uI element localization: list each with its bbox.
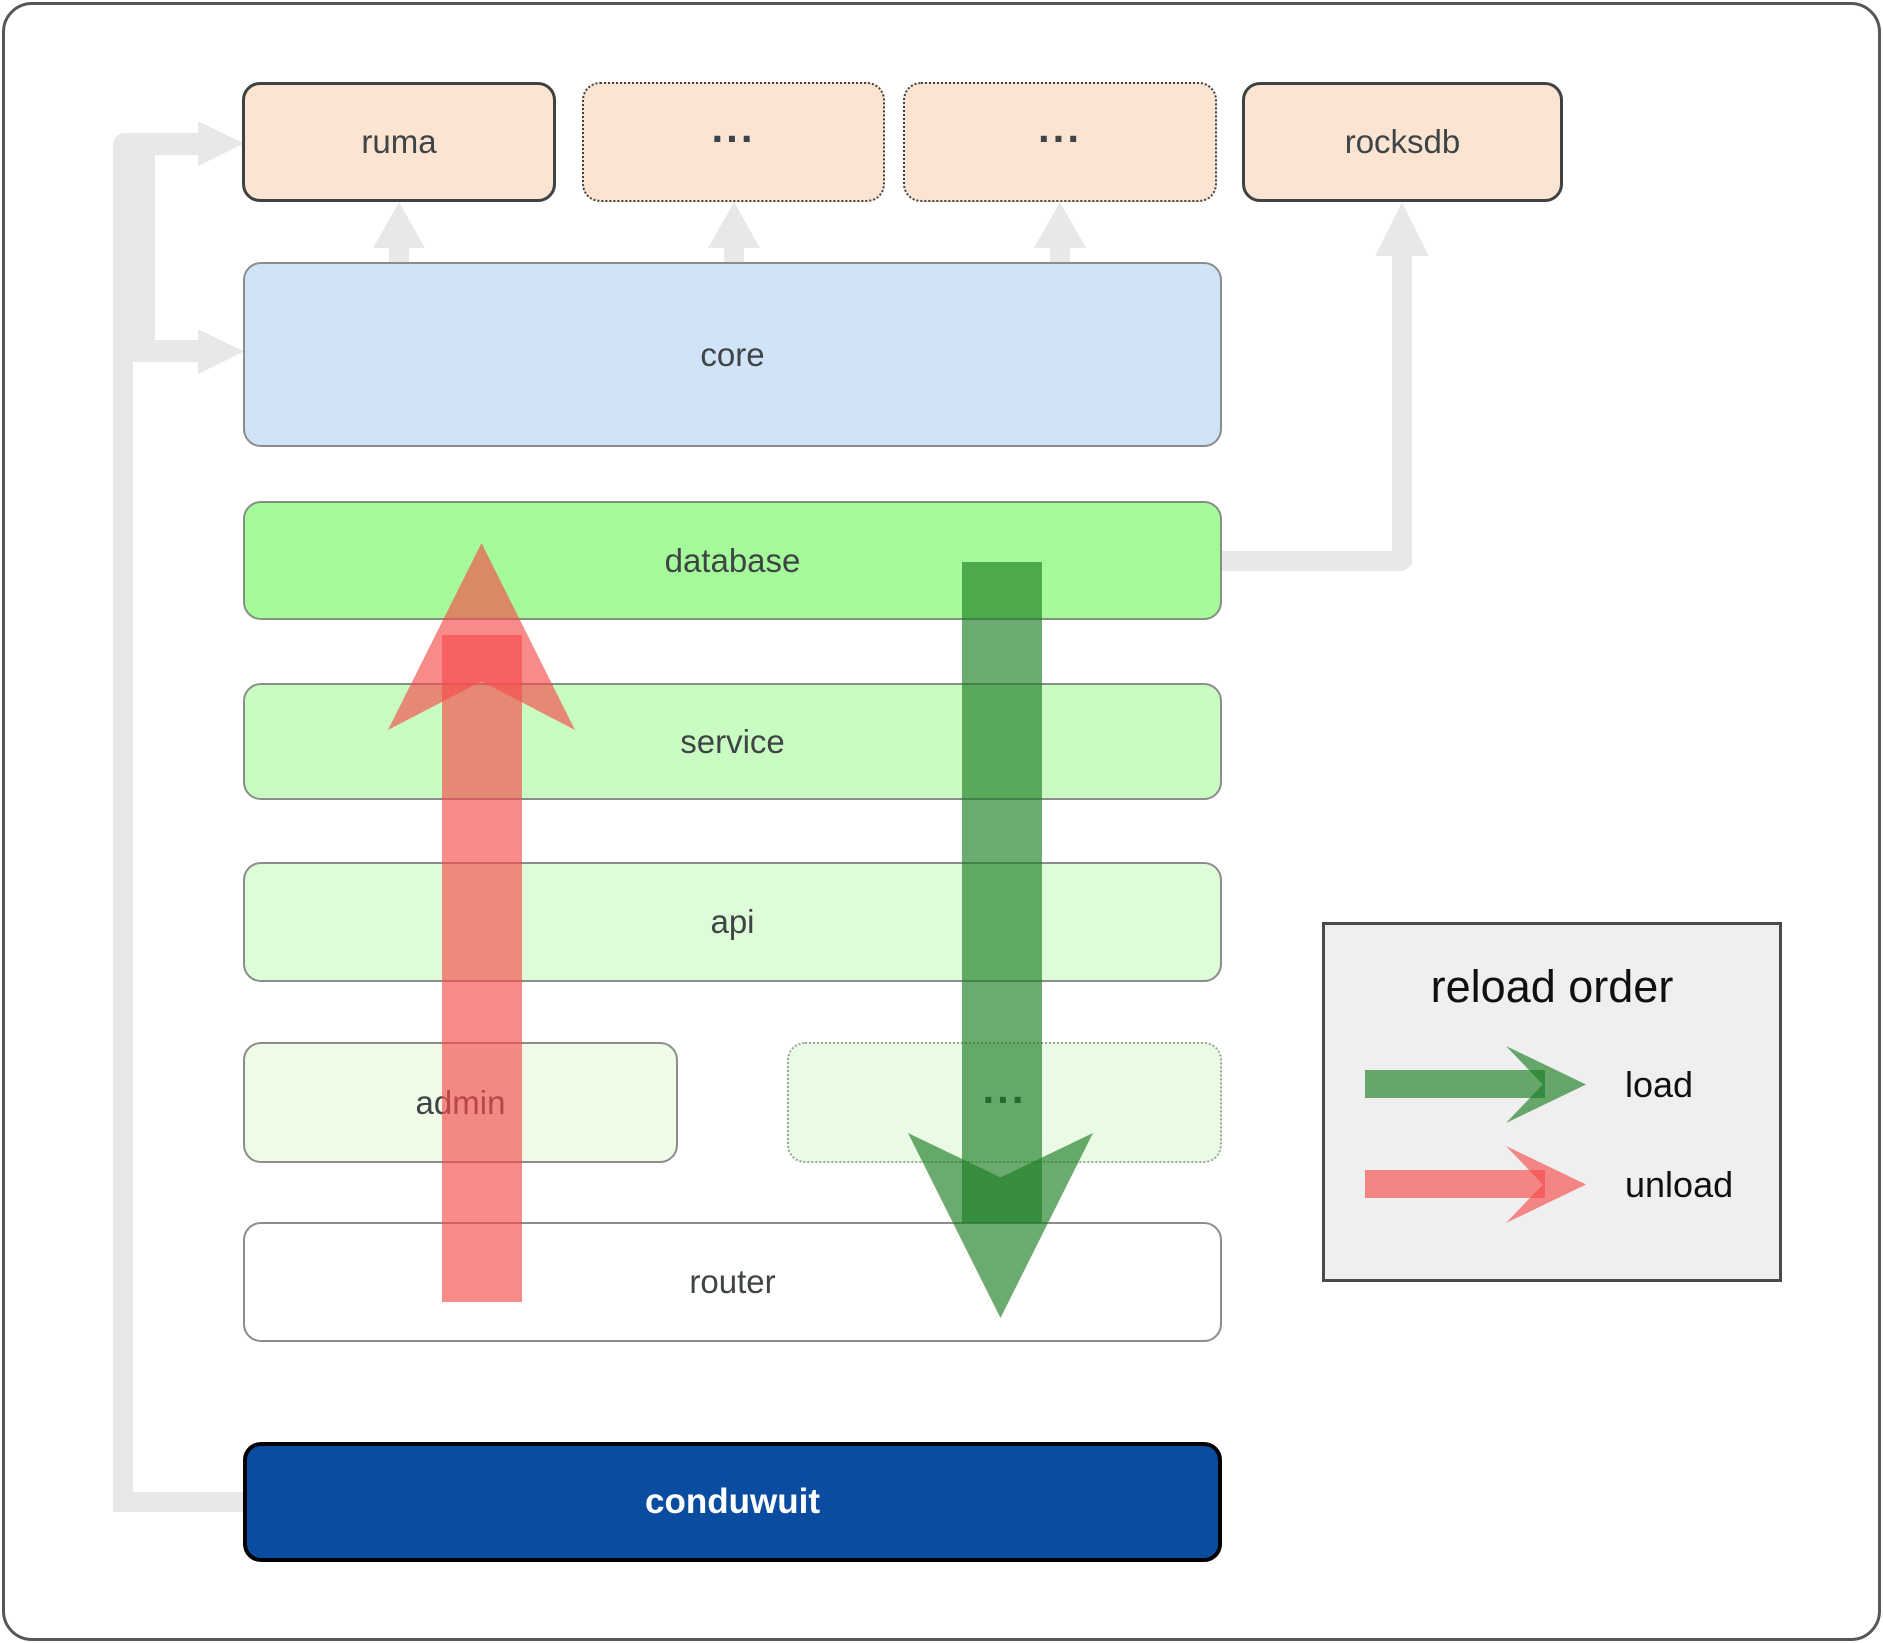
box-api: api (243, 862, 1222, 982)
box-label: database (664, 541, 801, 579)
connector-to-core (133, 340, 198, 362)
connector-core-to-dependency (1050, 246, 1070, 262)
legend-title: reload order (1430, 961, 1674, 1012)
ellipsis-label: ... (1037, 104, 1082, 151)
box-label: core (700, 335, 765, 373)
box-database: database (243, 501, 1222, 620)
box-label: conduwuit (645, 1482, 820, 1521)
legend-unload-label: unload (1625, 1164, 1734, 1205)
box-label: router (689, 1263, 776, 1300)
arrowhead-to-rocksdb-icon (1375, 202, 1429, 256)
box-core: core (243, 262, 1222, 447)
connector-to-ruma (113, 133, 198, 155)
box-ruma: ruma (242, 82, 556, 202)
box-label: ruma (361, 123, 437, 160)
connector-database-to-rocksdb-vertical (1392, 255, 1412, 565)
box-service: service (243, 683, 1222, 800)
arrowhead-core-to-dependency-icon (1034, 202, 1086, 248)
box-label: api (710, 903, 755, 940)
box-other-dependency: ... (582, 82, 885, 202)
arrowhead-to-core-icon (198, 329, 244, 374)
legend-unload-arrow-icon (1365, 1170, 1545, 1198)
box-label: service (680, 722, 785, 760)
unload-arrow-shaft (442, 635, 522, 1302)
arrowhead-core-to-dependency-icon (708, 202, 760, 248)
connector-conduwuit-stub (113, 1492, 243, 1512)
box-rocksdb: rocksdb (1242, 82, 1563, 202)
legend: reload order load unload (1322, 922, 1782, 1282)
ellipsis-label: ... (711, 104, 756, 151)
legend-load-arrow-icon (1365, 1070, 1545, 1098)
arrowhead-core-to-ruma-icon (373, 202, 425, 248)
connector-conduwuit-trunk (113, 133, 133, 1512)
connector-core-to-dependency (724, 246, 744, 262)
connector-core-to-ruma (389, 246, 409, 262)
connector-database-to-rocksdb-horizontal (1222, 551, 1412, 571)
box-other-dependency: ... (903, 82, 1217, 202)
legend-load-label: load (1625, 1064, 1694, 1105)
box-router: router (243, 1222, 1222, 1342)
connector-branch (133, 150, 155, 362)
arrowhead-to-ruma-icon (198, 121, 244, 166)
box-conduwuit: conduwuit (243, 1442, 1222, 1562)
box-label: rocksdb (1344, 123, 1461, 160)
load-arrow-shaft (962, 562, 1042, 1223)
